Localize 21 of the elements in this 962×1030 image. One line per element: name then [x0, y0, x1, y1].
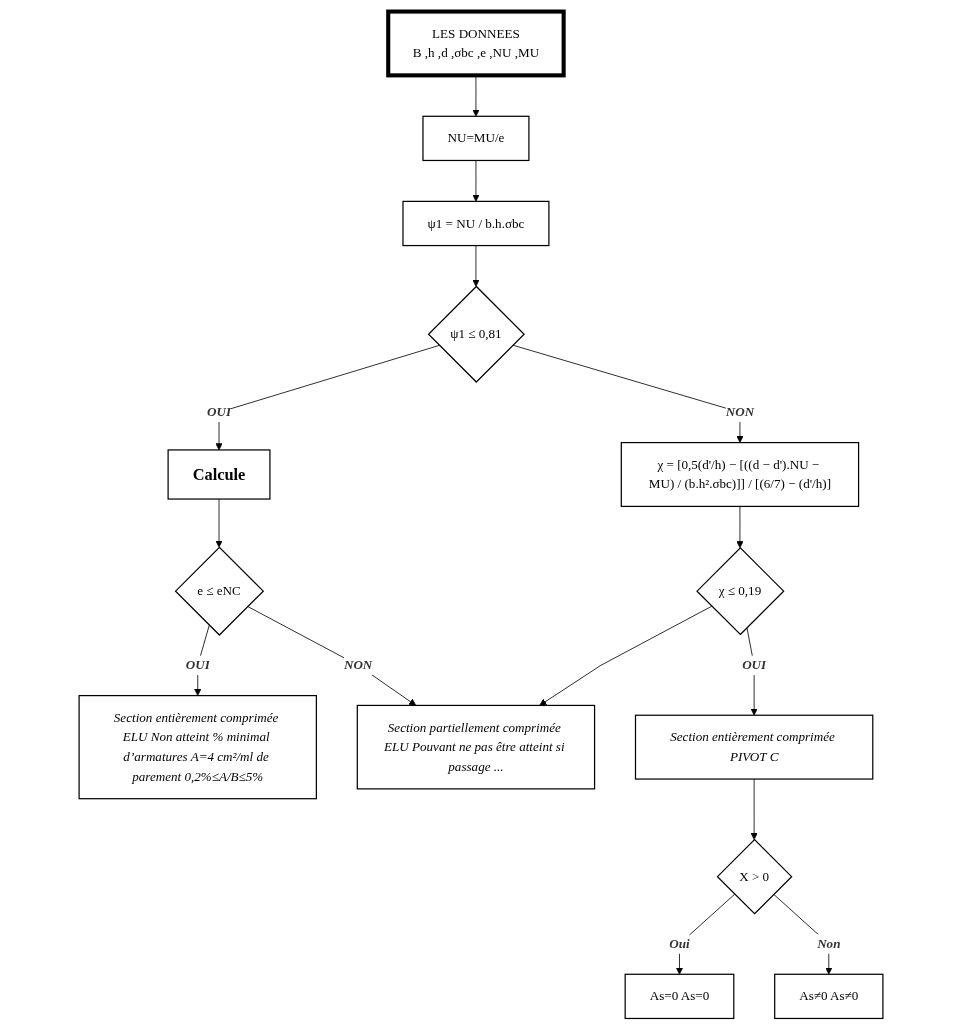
edge-label: OUI [185, 657, 210, 672]
node-box: LES DONNEES B ,h ,d ,σbc ,e ,NU ,MU [386, 9, 566, 78]
edge-label: NON [343, 657, 373, 672]
node-diamond: e ≤ eNC [174, 546, 265, 636]
node-box: χ = [0,5(d'/h) − [((d − d').NU − MU) / (b.h².σbc)]] / [(6/7) − (d'/h)] [620, 441, 860, 508]
edge-label: Oui [669, 936, 690, 951]
node-diamond: ψ1 ≤ 0,81 [427, 285, 525, 383]
node-diamond: X > 0 [716, 838, 793, 915]
node-box: As=0 As=0 [624, 973, 735, 1020]
node-box: Calcule [167, 449, 271, 500]
node-box: NU=MU/e [422, 115, 530, 162]
node-box: Section entièrement comprimée PIVOT C [634, 714, 874, 780]
edge-label: OUI [742, 657, 767, 672]
node-box: Section partiellement comprimée ELU Pouvant ne pas être atteint si passage ... [356, 704, 596, 790]
node-box: ψ1 = NU / b.h.σbc [402, 200, 550, 247]
node-box: Section entièrement comprimée ELU Non atteint % minimal d’armatures A=4 cm²/ml de parement 0,2%≤A/B≤5% [78, 695, 317, 800]
edge-label: OUI [207, 404, 232, 419]
node-box: As≠0 As≠0 [774, 973, 884, 1020]
edge-label: Non [817, 936, 841, 951]
node-diamond: χ ≤ 0,19 [696, 547, 785, 636]
edge-label: NON [725, 404, 755, 419]
